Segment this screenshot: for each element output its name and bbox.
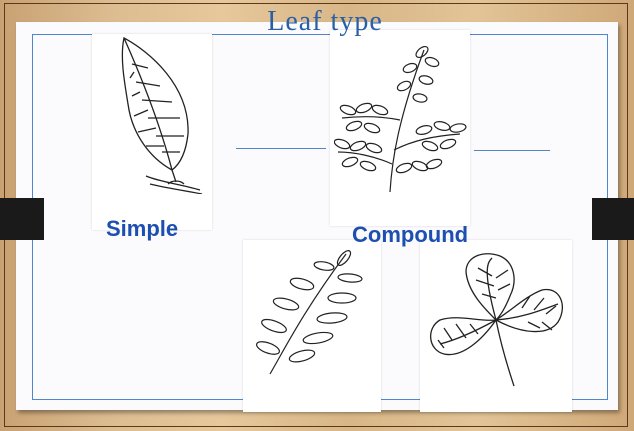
pinnate-compound-leaf-drawing bbox=[254, 250, 372, 378]
compound-label: Compound bbox=[352, 222, 468, 248]
left-clip bbox=[0, 198, 44, 240]
simple-label: Simple bbox=[106, 216, 178, 242]
blank-line-left bbox=[236, 148, 326, 149]
blank-line-right bbox=[474, 150, 550, 151]
right-clip bbox=[592, 198, 634, 240]
page-title: Leaf type bbox=[255, 6, 395, 38]
compound-branch-drawing bbox=[334, 40, 468, 196]
simple-leaf-drawing bbox=[110, 34, 210, 194]
trifoliate-clover-leaf-drawing bbox=[422, 248, 572, 388]
